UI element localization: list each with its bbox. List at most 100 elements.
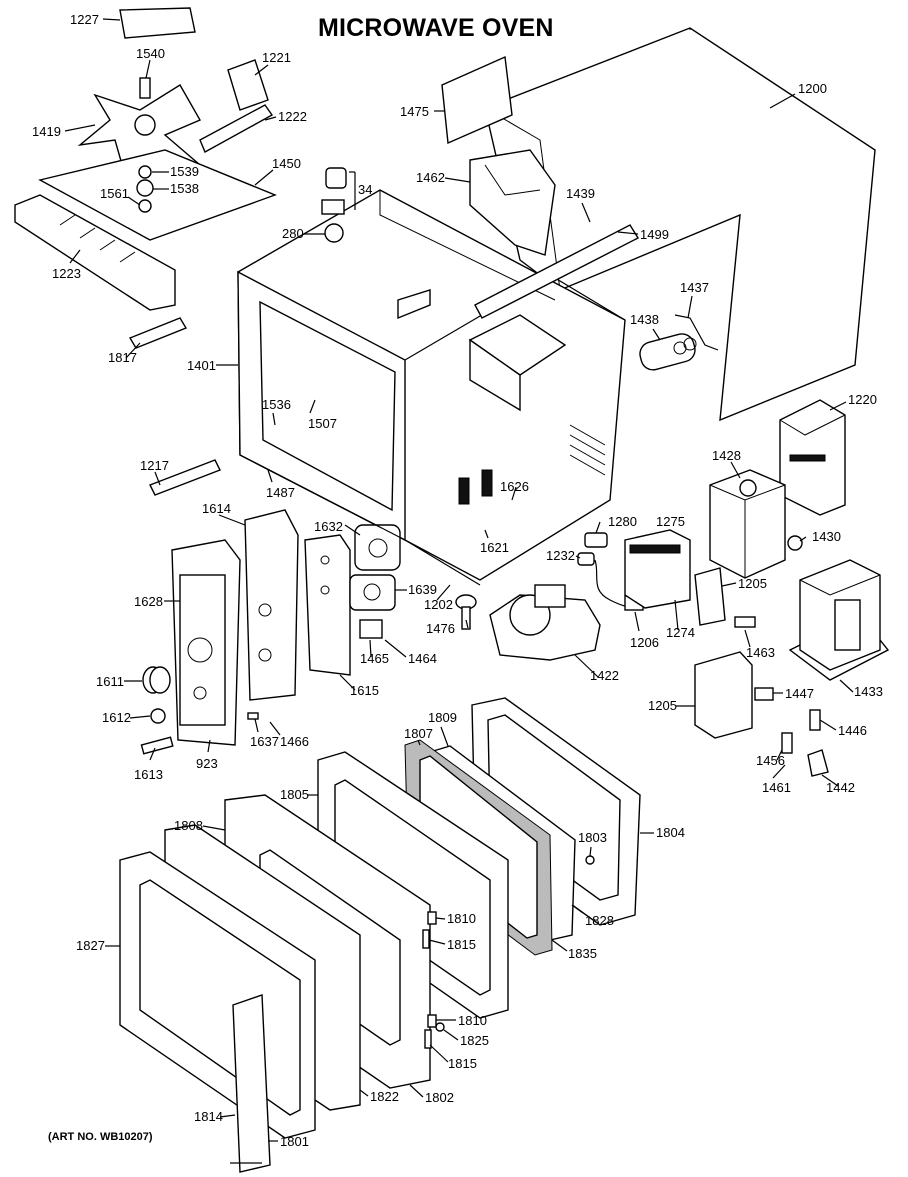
- label-1456: 1456: [756, 753, 785, 768]
- label-1476: 1476: [426, 621, 455, 636]
- part-1223-guide: [14, 194, 176, 311]
- label-1433: 1433: [854, 684, 883, 699]
- label-1628: 1628: [134, 594, 163, 609]
- leader-lines: [64, 18, 854, 1142]
- label-1461: 1461: [762, 780, 791, 795]
- part-1825-screw: [435, 1022, 445, 1032]
- part-1227-cover: [119, 7, 196, 39]
- part-1639-switch: [349, 574, 396, 611]
- label-34: 34: [358, 182, 372, 197]
- label-1217: 1217: [140, 458, 169, 473]
- part-1433-transformer: [788, 559, 890, 681]
- label-1611: 1611: [96, 674, 124, 689]
- label-1801: 1801: [280, 1134, 309, 1149]
- label-1499: 1499: [640, 227, 669, 242]
- part-1463-switch: [734, 616, 756, 628]
- label-1227: 1227: [70, 12, 99, 27]
- part-1222-bracket: [199, 104, 274, 153]
- label-1827: 1827: [76, 938, 105, 953]
- part-1462-duct: [469, 149, 556, 256]
- label-1632: 1632: [314, 519, 343, 534]
- label-1437: 1437: [680, 280, 709, 295]
- part-1810-hinge-upper: [427, 911, 437, 925]
- label-1464: 1464: [408, 651, 437, 666]
- label-1202: 1202: [424, 597, 453, 612]
- part-1450-stirrer-cover: [38, 149, 277, 241]
- part-1456-screw: [781, 732, 793, 754]
- label-1438: 1438: [630, 312, 659, 327]
- part-1465-connector: [359, 619, 383, 639]
- part-1637-spring: [247, 712, 259, 720]
- label-1825: 1825: [460, 1033, 489, 1048]
- label-1815-lower: 1815: [448, 1056, 477, 1071]
- part-1612-knob-small: [150, 708, 166, 724]
- label-1466: 1466: [280, 734, 309, 749]
- label-1200: 1200: [798, 81, 827, 96]
- label-1810-upper: 1810: [447, 911, 476, 926]
- label-1430: 1430: [812, 529, 841, 544]
- label-1815-upper: 1815: [447, 937, 476, 952]
- label-1612: 1612: [102, 710, 131, 725]
- art-number: (ART NO. WB10207): [48, 1131, 153, 1143]
- label-1419: 1419: [32, 124, 61, 139]
- part-1437-bracket: [674, 314, 719, 351]
- part-1446-switch: [809, 709, 821, 731]
- label-1540: 1540: [136, 46, 165, 61]
- part-1476-foot: [455, 594, 477, 630]
- part-1232-cord-bushing: [577, 552, 595, 566]
- label-1822: 1822: [370, 1089, 399, 1104]
- part-1442-bracket: [807, 749, 829, 777]
- part-34-lamp-socket: [321, 167, 347, 215]
- part-1428-magnetron: [709, 469, 786, 579]
- label-1220: 1220: [848, 392, 877, 407]
- part-1280-grommet: [584, 532, 608, 548]
- diagram-title: MICROWAVE OVEN: [318, 14, 554, 42]
- label-1639: 1639: [408, 582, 437, 597]
- label-1814: 1814: [194, 1109, 223, 1124]
- part-1803-screw: [585, 855, 595, 865]
- part-1438-capacitor: [639, 333, 697, 371]
- part-1613-latch-button: [140, 736, 174, 755]
- label-1561: 1561: [100, 186, 129, 201]
- label-1475: 1475: [400, 104, 429, 119]
- label-1804: 1804: [656, 825, 685, 840]
- label-1539: 1539: [170, 164, 199, 179]
- label-1835: 1835: [568, 946, 597, 961]
- label-1810-lower: 1810: [458, 1013, 487, 1028]
- label-1221: 1221: [262, 50, 291, 65]
- label-1626: 1626: [500, 479, 529, 494]
- label-1205-upper: 1205: [738, 576, 767, 591]
- part-1539-1538-bushings: [136, 165, 154, 213]
- label-1487: 1487: [266, 485, 295, 500]
- label-1232: 1232: [546, 548, 575, 563]
- part-1447-switch: [754, 687, 774, 701]
- part-1810-hinge-lower: [427, 1014, 437, 1028]
- label-1614: 1614: [202, 501, 231, 516]
- part-1611-knob: [142, 666, 171, 694]
- label-1280: 1280: [608, 514, 637, 529]
- label-1828: 1828: [585, 913, 614, 928]
- part-280-lamp: [324, 223, 344, 243]
- label-1463: 1463: [746, 645, 775, 660]
- label-1462: 1462: [416, 170, 445, 185]
- label-1637: 1637: [250, 734, 279, 749]
- part-1628-control-panel-housing: [171, 539, 241, 746]
- part-1614-control-board: [244, 509, 299, 701]
- part-labels: 1227 1540 1221 1222 1419 1539 1538 1561 …: [32, 12, 883, 1149]
- label-1805: 1805: [280, 787, 309, 802]
- label-1465: 1465: [360, 651, 389, 666]
- part-1430-thermostat: [787, 535, 803, 551]
- part-1817-bracket: [128, 317, 188, 349]
- label-1808: 1808: [174, 818, 203, 833]
- label-1442: 1442: [826, 780, 855, 795]
- label-923: 923: [196, 756, 218, 771]
- label-1446: 1446: [838, 723, 867, 738]
- label-280: 280: [282, 226, 304, 241]
- label-1222: 1222: [278, 109, 307, 124]
- part-1205-switch-bracket-lower: [694, 651, 753, 739]
- label-1807: 1807: [404, 726, 433, 741]
- label-1615: 1615: [350, 683, 379, 698]
- label-1507: 1507: [308, 416, 337, 431]
- label-1274: 1274: [666, 625, 695, 640]
- label-1621: 1621: [480, 540, 509, 555]
